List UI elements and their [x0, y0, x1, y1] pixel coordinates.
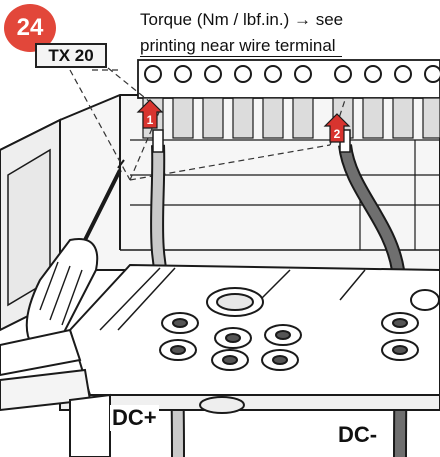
arrow-2-number: 2	[334, 127, 341, 141]
tool-size-label: TX 20	[35, 43, 107, 68]
arrow-up-icon	[136, 99, 351, 143]
mounting-bracket	[0, 328, 111, 457]
dc-minus-label: DC-	[336, 422, 380, 448]
torque-note-line-1: Torque (Nm / lbf.in.) → see	[140, 10, 344, 29]
arrow-1-icon	[136, 99, 164, 129]
arrow-1-number: 1	[147, 113, 154, 127]
terminal-block	[137, 59, 440, 139]
cable-entry-plate	[59, 263, 440, 411]
terminal-screws	[144, 65, 440, 83]
torque-note-line-2: printing near wire terminal	[140, 36, 342, 57]
terminal-clamps	[142, 97, 440, 139]
cable-glands	[159, 287, 440, 414]
arrow-2-icon	[323, 113, 351, 143]
dc-plus-label: DC+	[110, 405, 159, 431]
